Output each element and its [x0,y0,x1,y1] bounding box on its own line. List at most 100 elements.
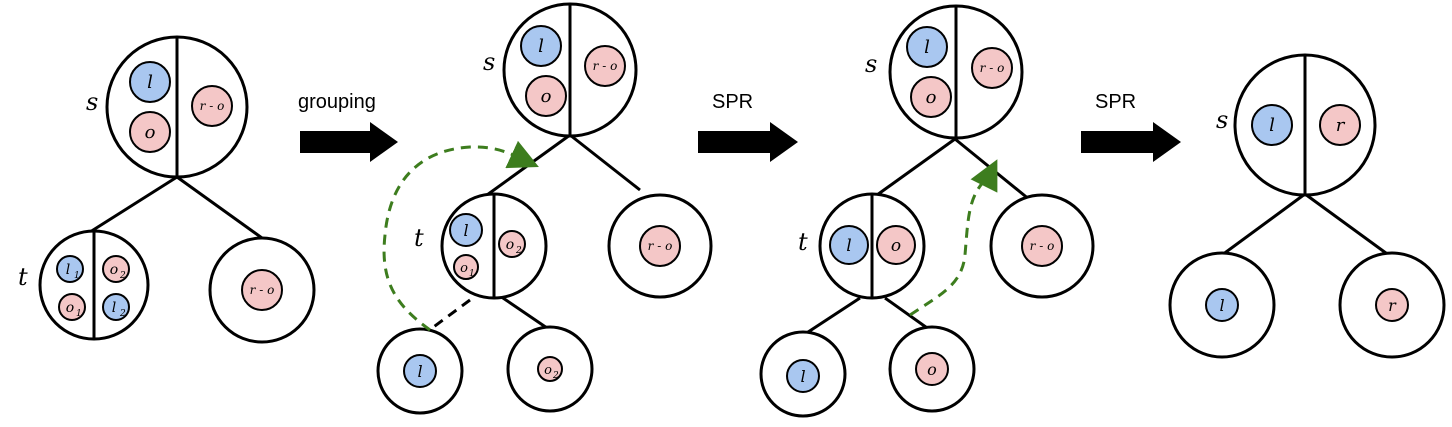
label-s: s [86,88,98,116]
chip-o2-label: o [110,262,118,278]
chip-l2-sub: 2 [119,309,126,319]
edge-s-r [1304,192,1391,258]
label-s: s [483,48,495,76]
panel-2: l o r - o s l o 1 o 2 t r - o [376,2,713,415]
node-leaf-o: o [888,325,976,413]
chip-o [910,76,952,118]
chip-r-minus-o-label: r - o [200,99,225,113]
chip-r [1375,288,1409,322]
chip-o-label: o [145,122,156,143]
arrow-spr-2: SPR [1081,91,1181,162]
chip-l1-label: l [66,262,70,278]
node-leaf-r: r [1338,251,1446,359]
arrow-right-icon [300,122,398,162]
label-s: s [865,50,877,78]
chip-r-minus-o [639,225,681,267]
chip-o [129,111,171,153]
chip-o-label: o [927,360,937,379]
node-right: r - o [208,236,316,344]
chip-o-label: o [541,86,552,107]
label-s: s [1216,106,1228,134]
chip-r-minus-o [584,45,626,87]
chip-l [1205,288,1239,322]
edge-s-t [479,133,571,202]
chip-r-minus-o-label: r - o [648,239,673,253]
chip-r-minus-o-label: r - o [980,61,1005,75]
chip-o2-sub: 2 [552,371,559,381]
edge-t-l [801,296,861,338]
arrow-right-icon [1081,122,1181,162]
chip-o1-sub: 1 [469,269,475,279]
label-t: t [414,224,424,252]
panel-1: l o r - o s l 1 o 2 o 1 l 2 t [18,35,316,344]
chip-l-label: l [147,72,153,93]
edge-t-o [884,296,931,332]
chip-r-minus-o [241,269,283,311]
chip-l-label: l [463,221,468,240]
chip-l [403,354,437,388]
node-t: l o [818,192,926,300]
chip-l [906,26,948,68]
node-leaf-l: l [1168,251,1276,359]
chip-l-label: l [417,362,422,381]
chip-l2 [102,293,130,321]
arrow-spr-1: SPR [698,91,798,162]
chip-o2 [102,255,130,283]
edge-s-t [869,137,956,202]
chip-l-label: l [1219,296,1224,315]
chip-l [786,359,820,393]
chip-o2 [498,230,526,258]
spr-move-arrow [382,140,539,332]
node-leaf-l: l [376,327,464,415]
edge-s-l [1221,192,1306,257]
chip-o1 [58,293,86,321]
edge-s-right [954,137,1031,202]
chip-l [449,213,483,247]
chip-o2-sub: 2 [515,246,522,256]
arrow-right-icon [698,122,798,162]
chip-o2 [537,356,563,382]
step-label-grouping: grouping [298,91,376,113]
node-s: l o r - o [502,2,638,138]
node-t: l o 1 o 2 [440,192,548,300]
edge-s-t [89,175,178,234]
chip-l-label: l [800,367,805,386]
chip-r-minus-o-label: r - o [1030,239,1055,253]
label-t: t [18,263,28,291]
arrow-grouping: grouping [298,91,398,162]
chip-l [520,25,562,67]
chip-o2-label: o [544,363,552,378]
edge-t-o2 [499,294,551,332]
chip-r-minus-o [1021,225,1063,267]
edge-s-right [176,175,263,240]
chip-o1-label: o [66,300,74,316]
chip-l-label: l [924,37,930,58]
panel-3: l o r - o s l o t r - o l [759,4,1095,418]
chip-r-minus-o-label: r - o [593,59,618,73]
chip-r-label: r [1336,115,1346,136]
chip-l [1251,104,1293,146]
chip-o2-label: o [506,237,514,253]
node-s: l r [1233,53,1377,197]
spr-move-arrow [909,159,998,317]
chip-o1-label: o [460,261,468,276]
panel-4: l r s l r [1168,53,1446,359]
node-right: r - o [989,193,1095,299]
chip-o1 [453,254,479,280]
node-leaf-l: l [759,330,847,418]
node-s: l o r - o [105,35,249,179]
chip-r-label: r [1388,296,1397,315]
chip-l-label: l [538,36,544,57]
chip-l [829,225,869,265]
chip-r [1319,104,1361,146]
chip-o-label: o [891,236,901,256]
step-label-spr-1: SPR [712,91,753,113]
chip-l [129,61,171,103]
chip-o1-sub: 1 [76,309,82,319]
chip-r-minus-o-label: r - o [250,283,275,297]
chip-l2-label: l [112,300,116,316]
label-t: t [798,228,808,256]
chip-l-label: l [846,236,851,256]
chip-l1 [56,255,84,283]
